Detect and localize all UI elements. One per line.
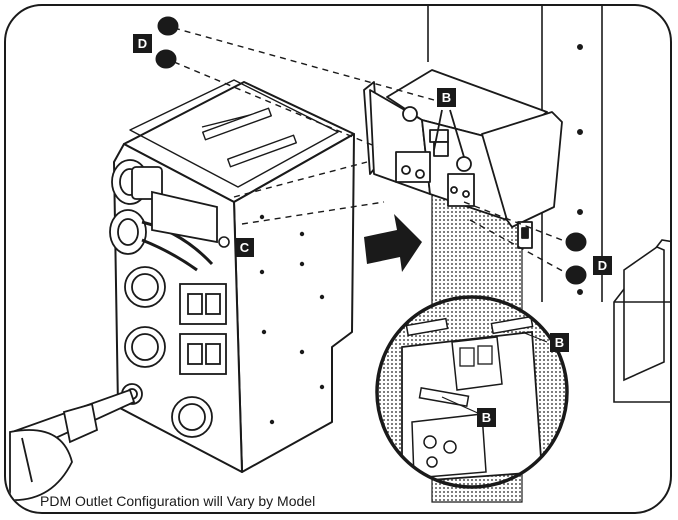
insertion-arrow: [364, 214, 422, 272]
screw-d-top: [155, 16, 179, 69]
rack-mount-bracket: [363, 69, 563, 249]
callout-b-bracket: B: [437, 88, 456, 107]
callout-b-inset-right: B: [550, 333, 569, 352]
pdm-side-holes: [218, 214, 325, 425]
callout-d-top: D: [133, 34, 152, 53]
alignment-lines: [173, 27, 569, 275]
callout-d-right: D: [593, 256, 612, 275]
power-cord: [9, 388, 136, 501]
pdm-front-components: [109, 159, 227, 438]
pdm-installation-illustration: [9, 6, 670, 503]
screw-d-right: [565, 232, 587, 285]
diagram-caption: PDM Outlet Configuration will Vary by Mo…: [40, 493, 316, 509]
callout-b-inset-center: B: [477, 408, 496, 427]
detail-inset: [375, 295, 569, 489]
rack-cabinet: [427, 6, 670, 403]
diagram-frame: D B C D B B PDM Outlet Configuration wil…: [4, 4, 672, 514]
callout-c-side: C: [235, 238, 254, 257]
